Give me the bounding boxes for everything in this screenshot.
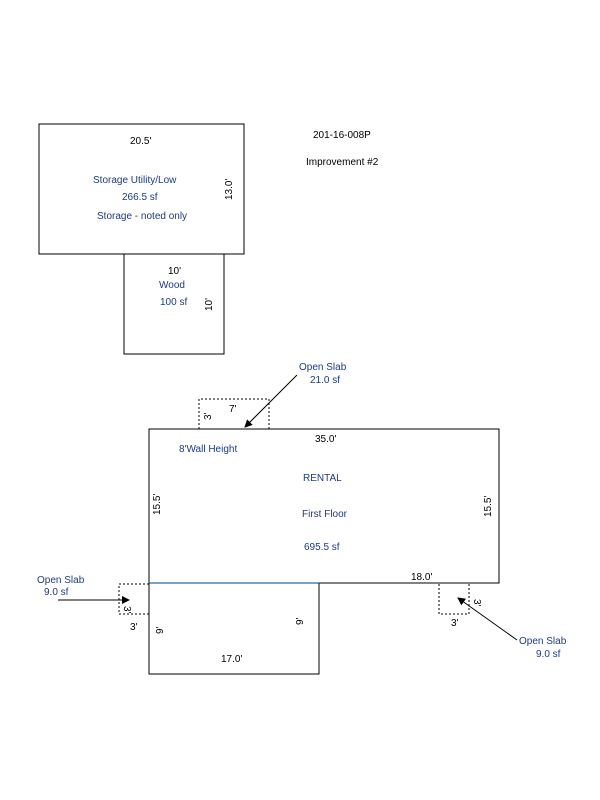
parcel-id: 201-16-008P	[313, 130, 371, 141]
wood-name: Wood	[159, 280, 185, 291]
storage-name: Storage Utility/Low	[93, 175, 177, 186]
storage-note: Storage - noted only	[97, 211, 187, 222]
slab-left-depth: 3'	[121, 606, 132, 614]
slab-right-area: 9.0 sf	[536, 649, 561, 660]
rental-right-dim: 15.5'	[483, 496, 494, 517]
storage-area: 266.5 sf	[122, 192, 158, 203]
slab-right-label: Open Slab	[519, 636, 567, 647]
rental-floor: First Floor	[302, 509, 348, 520]
rental-top-dim: 35.0'	[315, 434, 336, 445]
rental-outline	[148, 428, 500, 584]
wood-width: 10'	[168, 266, 181, 277]
storage-width: 20.5'	[130, 136, 151, 147]
lower-bottom-dim: 17.0'	[221, 654, 242, 665]
slab-left-outline	[118, 583, 149, 615]
slab-top-label: Open Slab	[299, 362, 347, 373]
slab-top-outline	[198, 398, 270, 429]
lower-section-outline	[148, 583, 320, 675]
slab-top-width: 7'	[229, 404, 237, 415]
rental-left-dim: 15.5'	[152, 494, 163, 515]
lower-right-dim: 9'	[295, 617, 306, 625]
improvement-label: Improvement #2	[306, 157, 379, 168]
rental-area: 695.5 sf	[304, 542, 340, 553]
rental-name: RENTAL	[303, 473, 342, 484]
slab-top-area: 21.0 sf	[310, 375, 340, 386]
slab-left-label: Open Slab	[37, 575, 85, 586]
wood-depth: 10'	[204, 298, 215, 311]
slab-right-arrow	[457, 597, 518, 641]
slab-right-depth: 3'	[471, 599, 482, 607]
wood-area: 100 sf	[160, 297, 187, 308]
lower-left-dim: 9'	[155, 626, 166, 634]
slab-right-outline	[438, 584, 470, 615]
slab-left-width: 3'	[130, 622, 138, 633]
slab-top-depth: 3'	[203, 412, 214, 420]
rental-bottom-right-dim: 18.0'	[411, 572, 432, 583]
slab-right-width: 3'	[451, 618, 459, 629]
wood-outline	[123, 253, 225, 355]
rental-wall-height: 8'Wall Height	[179, 444, 237, 455]
slab-top-arrow	[244, 374, 298, 428]
storage-depth: 13.0'	[224, 179, 235, 200]
slab-left-area: 9.0 sf	[44, 587, 69, 598]
